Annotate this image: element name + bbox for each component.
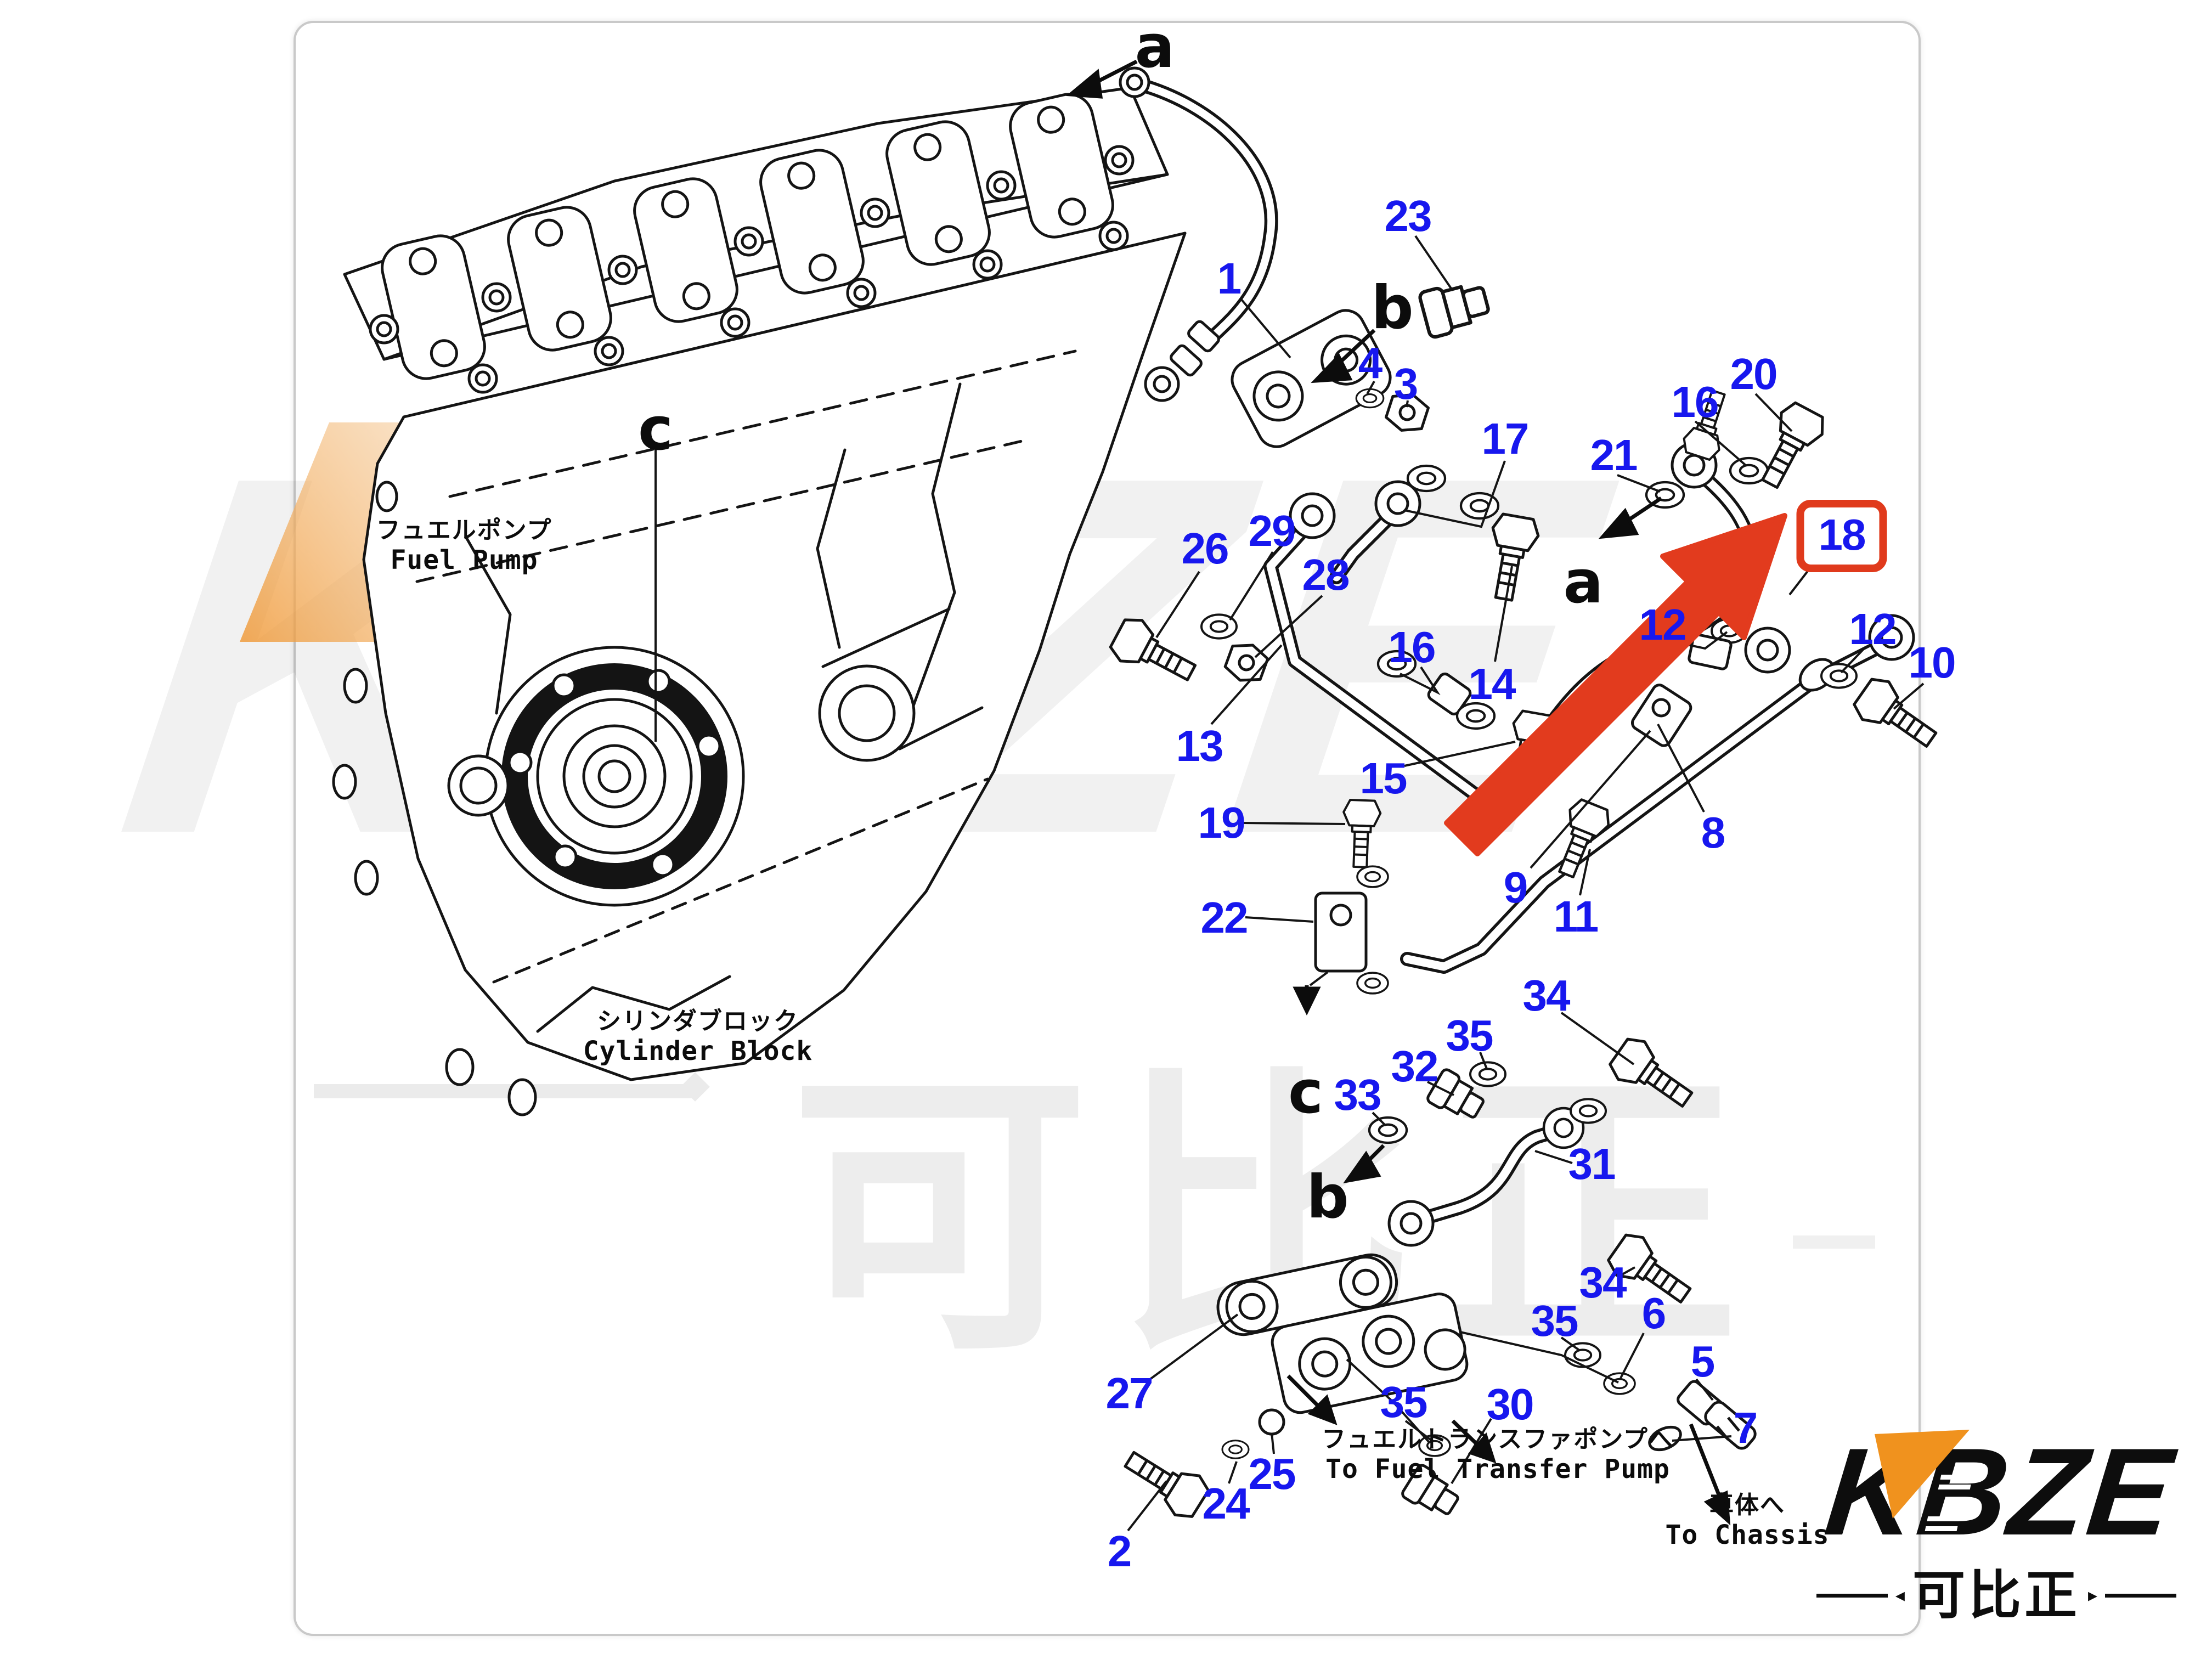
logo-diamond-right: ▸ (2088, 1585, 2098, 1606)
kbze-logo-cn-text: 可比正 (1912, 1565, 2080, 1626)
logo-dash-right (2105, 1593, 2177, 1598)
logo-diamond-left: ◂ (1895, 1585, 1905, 1606)
logo-dash-left (1816, 1593, 1888, 1598)
engine-block-art (332, 66, 1278, 1116)
kbze-logo: KBZE ◂ 可比正 ▸ (1816, 1422, 2207, 1655)
black-arrows (1066, 59, 1731, 1526)
fasteners-art (1107, 277, 1945, 1523)
watermark-line-left (314, 1084, 692, 1098)
kbze-logo-subline: ◂ 可比正 ▸ (1780, 1569, 2212, 1622)
red-highlight-arrow (1444, 513, 1787, 856)
watermark-line-right (1793, 1235, 1875, 1249)
kbze-logo-orange-accent-icon (1875, 1430, 1973, 1531)
